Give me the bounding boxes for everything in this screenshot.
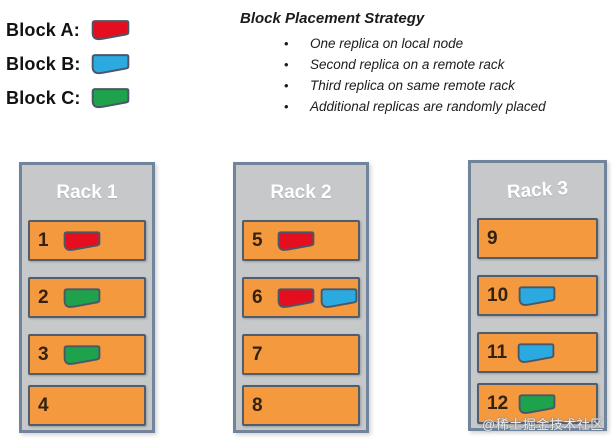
rack-title: Rack 1 (56, 182, 118, 203)
node-block-list (516, 342, 556, 364)
node-number: 5 (252, 229, 263, 251)
datanode: 10 (477, 275, 598, 316)
block-b-icon (91, 54, 130, 75)
rack: Rack 3 9 10 11 12 (468, 160, 607, 431)
node-block-list (276, 287, 359, 309)
legend-block-swatch (90, 52, 131, 76)
node-number: 9 (487, 227, 498, 249)
datanode: 6 (242, 277, 360, 318)
strategy-bullet-text: Additional replicas are randomly placed (310, 99, 546, 114)
datanode: 12 (477, 383, 598, 424)
legend-label: Block B: (6, 53, 81, 74)
strategy-bullet: • Third replica on same remote rack (240, 75, 612, 96)
node-block-list (517, 393, 557, 415)
rack: Rack 2 5 6 7 8 (233, 162, 369, 433)
legend-label: Block A: (6, 19, 80, 40)
strategy-bullet-text: One replica on local node (310, 36, 464, 51)
datanode: 8 (242, 385, 360, 426)
bullet-dot-icon: • (284, 78, 289, 93)
datanode: 5 (242, 220, 360, 261)
block-a-icon (277, 287, 315, 308)
node-block-list (62, 287, 102, 309)
node-number: 2 (38, 286, 49, 308)
node-number: 11 (487, 341, 508, 363)
rack-title: Rack 2 (270, 182, 332, 203)
legend-label: Block C: (6, 87, 81, 108)
block-c-icon (63, 287, 101, 308)
node-block-list (62, 344, 102, 366)
rack-node-list: 1 2 3 4 (22, 220, 152, 426)
node-number: 6 (252, 286, 263, 308)
legend-block-swatch (90, 86, 131, 110)
datanode: 2 (28, 277, 146, 318)
strategy-bullet-text: Third replica on same remote rack (310, 78, 515, 93)
block-a-icon (63, 230, 101, 251)
block-b-icon (518, 285, 556, 306)
block-c-icon (91, 88, 130, 109)
datanode: 9 (477, 218, 598, 259)
node-number: 8 (252, 394, 263, 416)
datanode: 3 (28, 334, 146, 375)
block-b-icon (517, 342, 555, 363)
datanode: 1 (28, 220, 146, 261)
node-number: 10 (487, 284, 509, 306)
strategy-panel: Block Placement Strategy • One replica o… (240, 9, 612, 117)
datanode: 11 (477, 332, 598, 373)
watermark: @稀土掘金技术社区 (482, 417, 604, 432)
node-block-list (62, 230, 102, 252)
strategy-title: Block Placement Strategy (240, 10, 425, 27)
rack-title: Rack 3 (506, 177, 569, 204)
block-c-icon (63, 344, 101, 365)
strategy-bullet: • Additional replicas are randomly place… (240, 96, 612, 117)
rack-node-list: 9 10 11 12 (471, 218, 604, 424)
node-block-list (276, 230, 316, 252)
node-number: 1 (38, 229, 49, 251)
bullet-dot-icon: • (284, 36, 289, 51)
rack: Rack 1 1 2 3 4 (19, 162, 155, 433)
node-block-list (517, 285, 557, 307)
rack-node-list: 5 6 7 8 (236, 220, 366, 426)
strategy-bullet-list: • One replica on local node • Second rep… (240, 33, 612, 117)
block-legend: Block A: Block B: Block C: (6, 18, 131, 120)
datanode: 7 (242, 334, 360, 375)
legend-block-swatch (90, 18, 131, 42)
legend-item: Block B: (6, 52, 131, 76)
block-a-icon (277, 230, 315, 251)
strategy-bullet: • One replica on local node (240, 33, 612, 54)
block-c-icon (518, 393, 556, 414)
node-number: 12 (487, 392, 509, 414)
datanode: 4 (28, 385, 146, 426)
bullet-dot-icon: • (284, 99, 289, 114)
legend-item: Block A: (6, 18, 131, 42)
strategy-bullet-text: Second replica on a remote rack (310, 57, 505, 72)
node-number: 3 (38, 343, 49, 365)
block-a-icon (91, 20, 130, 41)
strategy-bullet: • Second replica on a remote rack (240, 54, 612, 75)
node-number: 4 (38, 394, 49, 416)
node-number: 7 (252, 343, 263, 365)
legend-item: Block C: (6, 86, 131, 110)
block-b-icon (320, 287, 358, 308)
bullet-dot-icon: • (284, 57, 289, 72)
